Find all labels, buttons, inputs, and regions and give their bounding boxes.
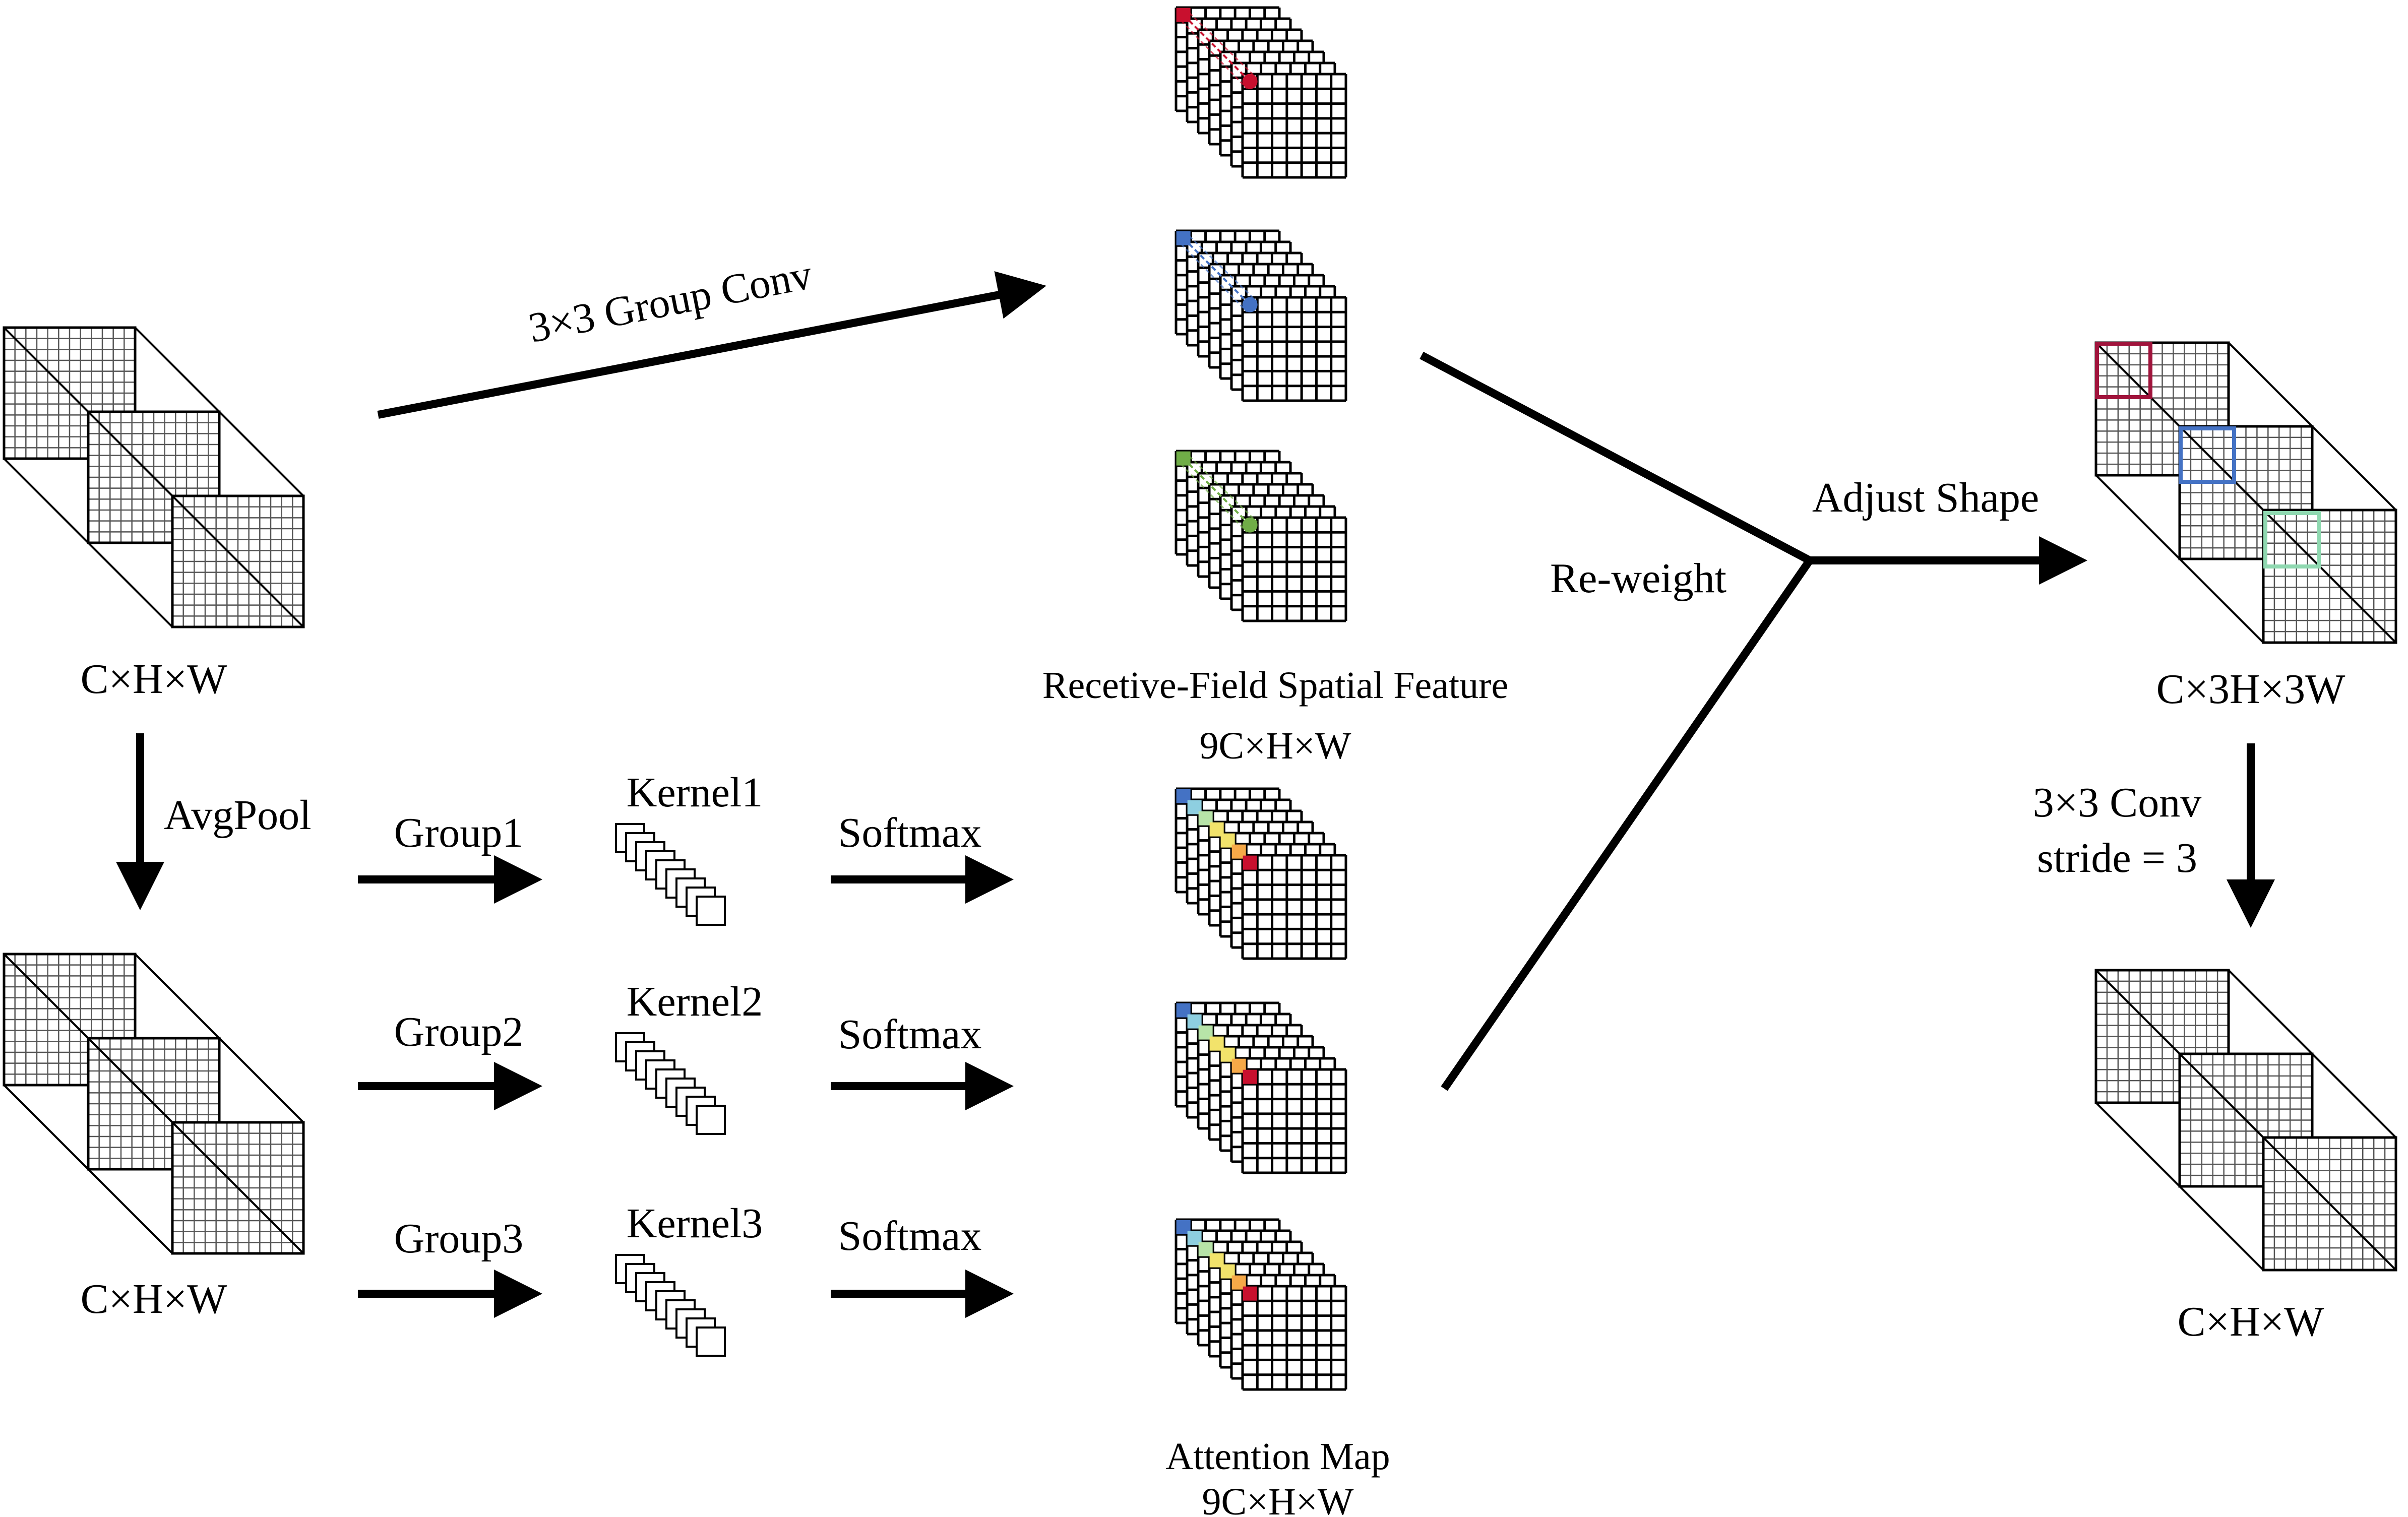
pooled-shape-label: C×H×W [81, 1276, 227, 1322]
group3-label: Group3 [394, 1215, 524, 1262]
output-feature-block [2094, 969, 2397, 1272]
kernel3-label: Kernel3 [627, 1200, 763, 1247]
softmax2-label: Softmax [838, 1011, 982, 1058]
rf-shape-label: 9C×H×W [1199, 725, 1351, 767]
rf-feature-stack-blue [1175, 229, 1347, 402]
adjusted-feature-block [2094, 341, 2397, 644]
kernel1-label: Kernel1 [627, 769, 763, 816]
rf-feature-stack-red [1175, 6, 1347, 179]
input-feature-block [3, 326, 305, 628]
group-conv-arrow [377, 271, 1046, 419]
adjust-shape-label: Adjust Shape [1812, 474, 2039, 521]
softmax1-label: Softmax [838, 809, 982, 856]
reweight-label: Re-weight [1550, 555, 1726, 602]
attention-map-stack-2 [1175, 1001, 1347, 1174]
adjusted-shape-label: C×3H×3W [2156, 666, 2345, 713]
reweight-line-bottom [1441, 558, 1813, 1091]
softmax3-label: Softmax [838, 1213, 982, 1259]
kernel3-stack [615, 1254, 726, 1357]
final-conv-label-line2: stride = 3 [2037, 835, 2197, 881]
attention-map-stack-3 [1175, 1218, 1347, 1391]
kernel2-stack [615, 1032, 726, 1135]
group2-label: Group2 [394, 1008, 524, 1055]
rf-feature-label: Recetive-Field Spatial Feature [1042, 664, 1508, 707]
rf-feature-stack-green [1175, 450, 1347, 622]
attention-map-stack-1 [1175, 787, 1347, 960]
final-conv-label-line1: 3×3 Conv [2033, 779, 2201, 826]
group1-label: Group1 [394, 809, 524, 856]
reweight-line-top [1419, 351, 1812, 564]
attention-map-label: Attention Map [1165, 1435, 1390, 1478]
input-shape-label: C×H×W [81, 656, 227, 703]
kernel2-label: Kernel2 [627, 978, 763, 1025]
kernel1-stack [615, 823, 726, 926]
attention-shape-label: 9C×H×W [1202, 1481, 1353, 1517]
pooled-feature-block [3, 953, 305, 1255]
avgpool-label: AvgPool [164, 792, 311, 839]
output-shape-label: C×H×W [2178, 1298, 2324, 1345]
